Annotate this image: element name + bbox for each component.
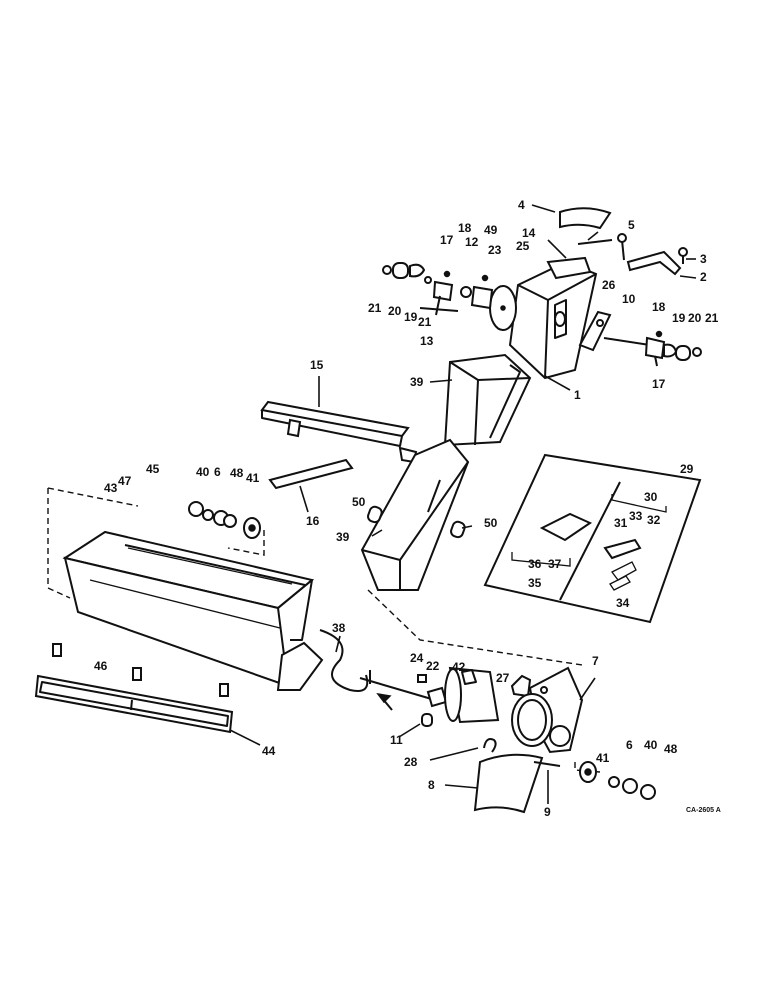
- callout-43: 43: [104, 481, 118, 495]
- callout-8: 8: [428, 778, 435, 792]
- part-15-rail: [260, 400, 418, 464]
- callout-39: 39: [410, 375, 424, 389]
- callout-6: 6: [214, 465, 221, 479]
- callout-49: 49: [484, 223, 498, 237]
- callout-23: 23: [488, 243, 502, 257]
- callout-22: 22: [426, 659, 440, 673]
- callout-18: 18: [458, 221, 472, 235]
- callout-44: 44: [262, 744, 276, 758]
- callout-9: 9: [544, 805, 551, 819]
- callout-48: 48: [664, 742, 678, 756]
- part-2-lever: [626, 250, 682, 276]
- callout-38: 38: [332, 621, 346, 635]
- callout-20: 20: [388, 304, 402, 318]
- arrow-indicator: [376, 692, 393, 711]
- part-26-bracket: [578, 310, 612, 352]
- callout-15: 15: [310, 358, 324, 372]
- part-27-mount: [510, 674, 532, 698]
- lower-tube-39: [360, 438, 470, 591]
- part-3-bolts: [617, 233, 688, 264]
- part-4-shield: [559, 207, 612, 230]
- callout-45: 45: [146, 462, 160, 476]
- callout-30: 30: [644, 490, 658, 504]
- callout-47: 47: [118, 474, 132, 488]
- callout-48: 48: [230, 466, 244, 480]
- callout-41: 41: [246, 471, 260, 485]
- callout-12: 12: [465, 235, 479, 249]
- drawing-reference-code: CA-2605 A: [686, 807, 721, 814]
- callout-16: 16: [306, 514, 320, 528]
- callout-31: 31: [614, 516, 628, 530]
- callout-21: 21: [368, 301, 382, 315]
- callout-17: 17: [440, 233, 454, 247]
- callout-28: 28: [404, 755, 418, 769]
- callout-35: 35: [528, 576, 542, 590]
- right-bearing-set: [579, 761, 656, 800]
- part-50-bushings: [367, 505, 466, 539]
- part-29-kit-panel: [483, 453, 702, 624]
- leader-lines: [229, 204, 697, 804]
- callout-18: 18: [652, 300, 666, 314]
- callout-29: 29: [680, 462, 694, 476]
- part-11-bushing: [421, 713, 433, 727]
- callout-19: 19: [672, 311, 686, 325]
- callout-37: 37: [548, 557, 562, 571]
- callout-10: 10: [622, 292, 636, 306]
- callout-42: 42: [452, 660, 466, 674]
- callout-39: 39: [336, 530, 350, 544]
- callout-25: 25: [516, 239, 530, 253]
- callout-36: 36: [528, 557, 542, 571]
- callout-50: 50: [484, 516, 498, 530]
- part-5-pin: [577, 239, 613, 245]
- left-bearing-set: [188, 501, 261, 539]
- callout-19: 19: [404, 310, 418, 324]
- callout-32: 32: [647, 513, 661, 527]
- part-9-pin: [533, 761, 561, 767]
- part-7-housing: [511, 666, 584, 754]
- part-44-screen: [34, 674, 234, 734]
- callout-13: 13: [420, 334, 434, 348]
- callout-21: 21: [705, 311, 719, 325]
- callout-40: 40: [644, 738, 658, 752]
- part-38-auger: [276, 629, 436, 701]
- part-16-brace: [268, 458, 354, 490]
- callout-1: 1: [574, 388, 581, 402]
- callout-26: 26: [602, 278, 616, 292]
- part-46-tabs: [52, 643, 229, 697]
- callout-50: 50: [352, 495, 366, 509]
- callout-6: 6: [626, 738, 633, 752]
- right-cylinder-assembly: [603, 330, 702, 367]
- callout-27: 27: [496, 671, 510, 685]
- callout-24: 24: [410, 651, 424, 665]
- callout-5: 5: [628, 218, 635, 232]
- callout-7: 7: [592, 654, 599, 668]
- callout-11: 11: [390, 733, 403, 747]
- callout-33: 33: [629, 509, 643, 523]
- callout-34: 34: [616, 596, 630, 610]
- upper-housing: [508, 256, 598, 380]
- callout-3: 3: [700, 252, 707, 266]
- part-28-clip: [483, 738, 497, 753]
- callout-46: 46: [94, 659, 108, 673]
- callout-14: 14: [522, 226, 536, 240]
- part-25-plate: [489, 285, 517, 331]
- callout-21: 21: [418, 315, 432, 329]
- callout-20: 20: [688, 311, 702, 325]
- callout-2: 2: [700, 270, 707, 284]
- upper-tube-39: [443, 353, 532, 447]
- part-42-drum: [444, 666, 500, 724]
- part-8-shield: [473, 753, 544, 814]
- callout-4: 4: [518, 198, 525, 212]
- left-cylinder-assembly: [382, 262, 494, 316]
- callout-40: 40: [196, 465, 210, 479]
- callout-17: 17: [652, 377, 666, 391]
- part-22-24: [417, 674, 448, 708]
- callout-41: 41: [596, 751, 610, 765]
